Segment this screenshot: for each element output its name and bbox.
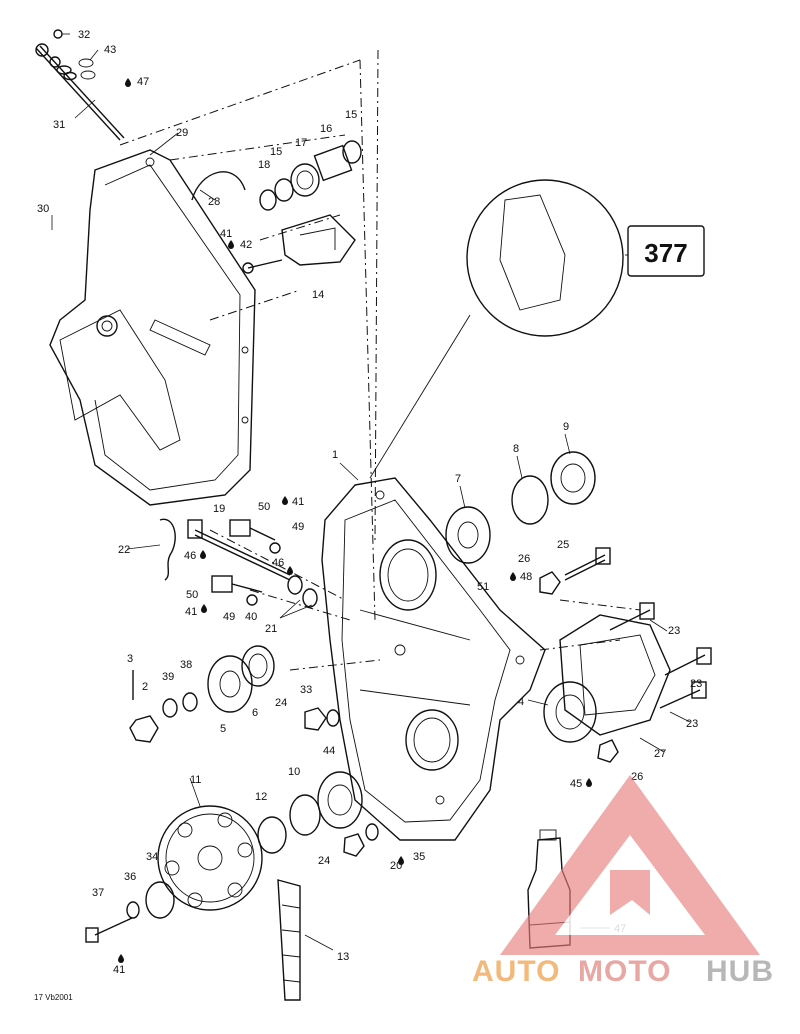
- callout-18: 7: [455, 473, 461, 485]
- oil-drop-icon: [510, 572, 516, 581]
- callout-51: 44: [323, 745, 335, 757]
- right-components: [445, 451, 671, 763]
- callout-55: 24: [318, 855, 330, 867]
- callout-11: 30: [37, 203, 49, 215]
- callout-49: 26: [631, 771, 643, 783]
- callout-39: 38: [180, 659, 192, 671]
- lower-parts: [85, 771, 379, 1001]
- callout-32: 49: [223, 611, 235, 623]
- leader-lines: [51, 33, 691, 951]
- callout-57: 35: [413, 851, 425, 863]
- callout-53: 12: [255, 791, 267, 803]
- callout-0: 32: [78, 29, 90, 41]
- callout-50: 11: [190, 774, 201, 786]
- callout-36: 23: [690, 678, 702, 690]
- callout-40: 2: [142, 681, 148, 693]
- callout-60: 41: [113, 964, 125, 976]
- upper-bearing-stack: [191, 140, 362, 211]
- callout-21: 41: [292, 496, 304, 508]
- callout-52: 10: [288, 766, 300, 778]
- chaincase-cover: [49, 149, 256, 506]
- callout-23: 22: [118, 544, 130, 556]
- callout-54: 34: [146, 851, 158, 863]
- callout-30: 50: [186, 589, 198, 601]
- chaincase-housing: [321, 477, 546, 841]
- callout-35: 23: [668, 625, 680, 637]
- callout-15: 1: [332, 449, 338, 461]
- oil-drop-icon: [282, 496, 288, 505]
- left-middle-parts: [129, 518, 340, 743]
- callout-31: 41: [185, 606, 197, 618]
- callout-47: 27: [654, 748, 666, 760]
- callout-16: 9: [563, 421, 569, 433]
- callout-42: 5: [220, 723, 226, 735]
- callout-44: 33: [300, 684, 312, 696]
- callout-13: 42: [240, 239, 252, 251]
- callout-labels: 32 43 47 31 29 15 16 17 15 18 28 30 41 4…: [37, 29, 702, 976]
- watermark-auto: AUTO: [472, 955, 560, 988]
- callout-8: 15: [270, 146, 282, 158]
- callout-24: 46: [184, 550, 196, 562]
- bracket-14: [242, 214, 356, 274]
- callout-29: 51: [477, 581, 489, 593]
- callout-10: 28: [208, 196, 220, 208]
- oil-drop-icon: [228, 240, 234, 249]
- oil-drop-icons: [118, 78, 592, 963]
- callout-3: 31: [53, 119, 65, 131]
- oil-drop-icon: [398, 856, 404, 865]
- callout-14: 14: [312, 289, 324, 301]
- oil-drop-icon: [125, 78, 131, 87]
- watermark-hub: HUB: [706, 955, 774, 988]
- callout-48: 45: [570, 778, 582, 790]
- callout-20: 50: [258, 501, 270, 513]
- callout-22: 49: [292, 521, 304, 533]
- callout-28: 48: [520, 571, 532, 583]
- dipstick-assembly: [35, 29, 125, 141]
- callout-6: 16: [320, 123, 332, 135]
- callout-59: 37: [92, 887, 104, 899]
- callout-27: 25: [557, 539, 569, 551]
- callout-7: 17: [295, 137, 307, 149]
- callout-46: 4: [518, 696, 524, 708]
- callout-43: 6: [252, 707, 258, 719]
- oil-drop-icon: [586, 778, 592, 787]
- callout-33: 40: [245, 611, 257, 623]
- callout-38: 3: [127, 653, 133, 665]
- watermark-moto: MOTO: [578, 955, 671, 988]
- watermark-logo: [500, 775, 760, 955]
- callout-17: 8: [513, 443, 519, 455]
- callout-34: 21: [265, 623, 277, 635]
- oil-drop-icon: [200, 550, 206, 559]
- drawing-code: 17 Vb2001: [34, 993, 73, 1002]
- callout-4: 29: [176, 127, 188, 139]
- callout-41: 39: [162, 671, 174, 683]
- callout-26: 26: [518, 553, 530, 565]
- callout-1: 43: [104, 44, 116, 56]
- oil-drop-icon: [201, 604, 207, 613]
- callout-19: 19: [213, 503, 225, 515]
- callout-45: 24: [275, 697, 287, 709]
- oil-drop-icon: [287, 566, 293, 575]
- detail-callout: 377: [369, 179, 705, 479]
- oil-drop-icon: [118, 954, 124, 963]
- callout-12: 41: [220, 228, 232, 240]
- callout-5: 15: [345, 109, 357, 121]
- callout-2: 47: [137, 76, 149, 88]
- bolts-right: [564, 547, 712, 709]
- watermark-text: AUTO MOTO HUB: [472, 955, 774, 988]
- callout-61: 13: [337, 951, 349, 963]
- callout-25: 46: [272, 557, 284, 569]
- callout-37: 23: [686, 718, 698, 730]
- reference-box-label: 377: [644, 238, 687, 268]
- callout-9: 18: [258, 159, 270, 171]
- callout-58: 36: [124, 871, 136, 883]
